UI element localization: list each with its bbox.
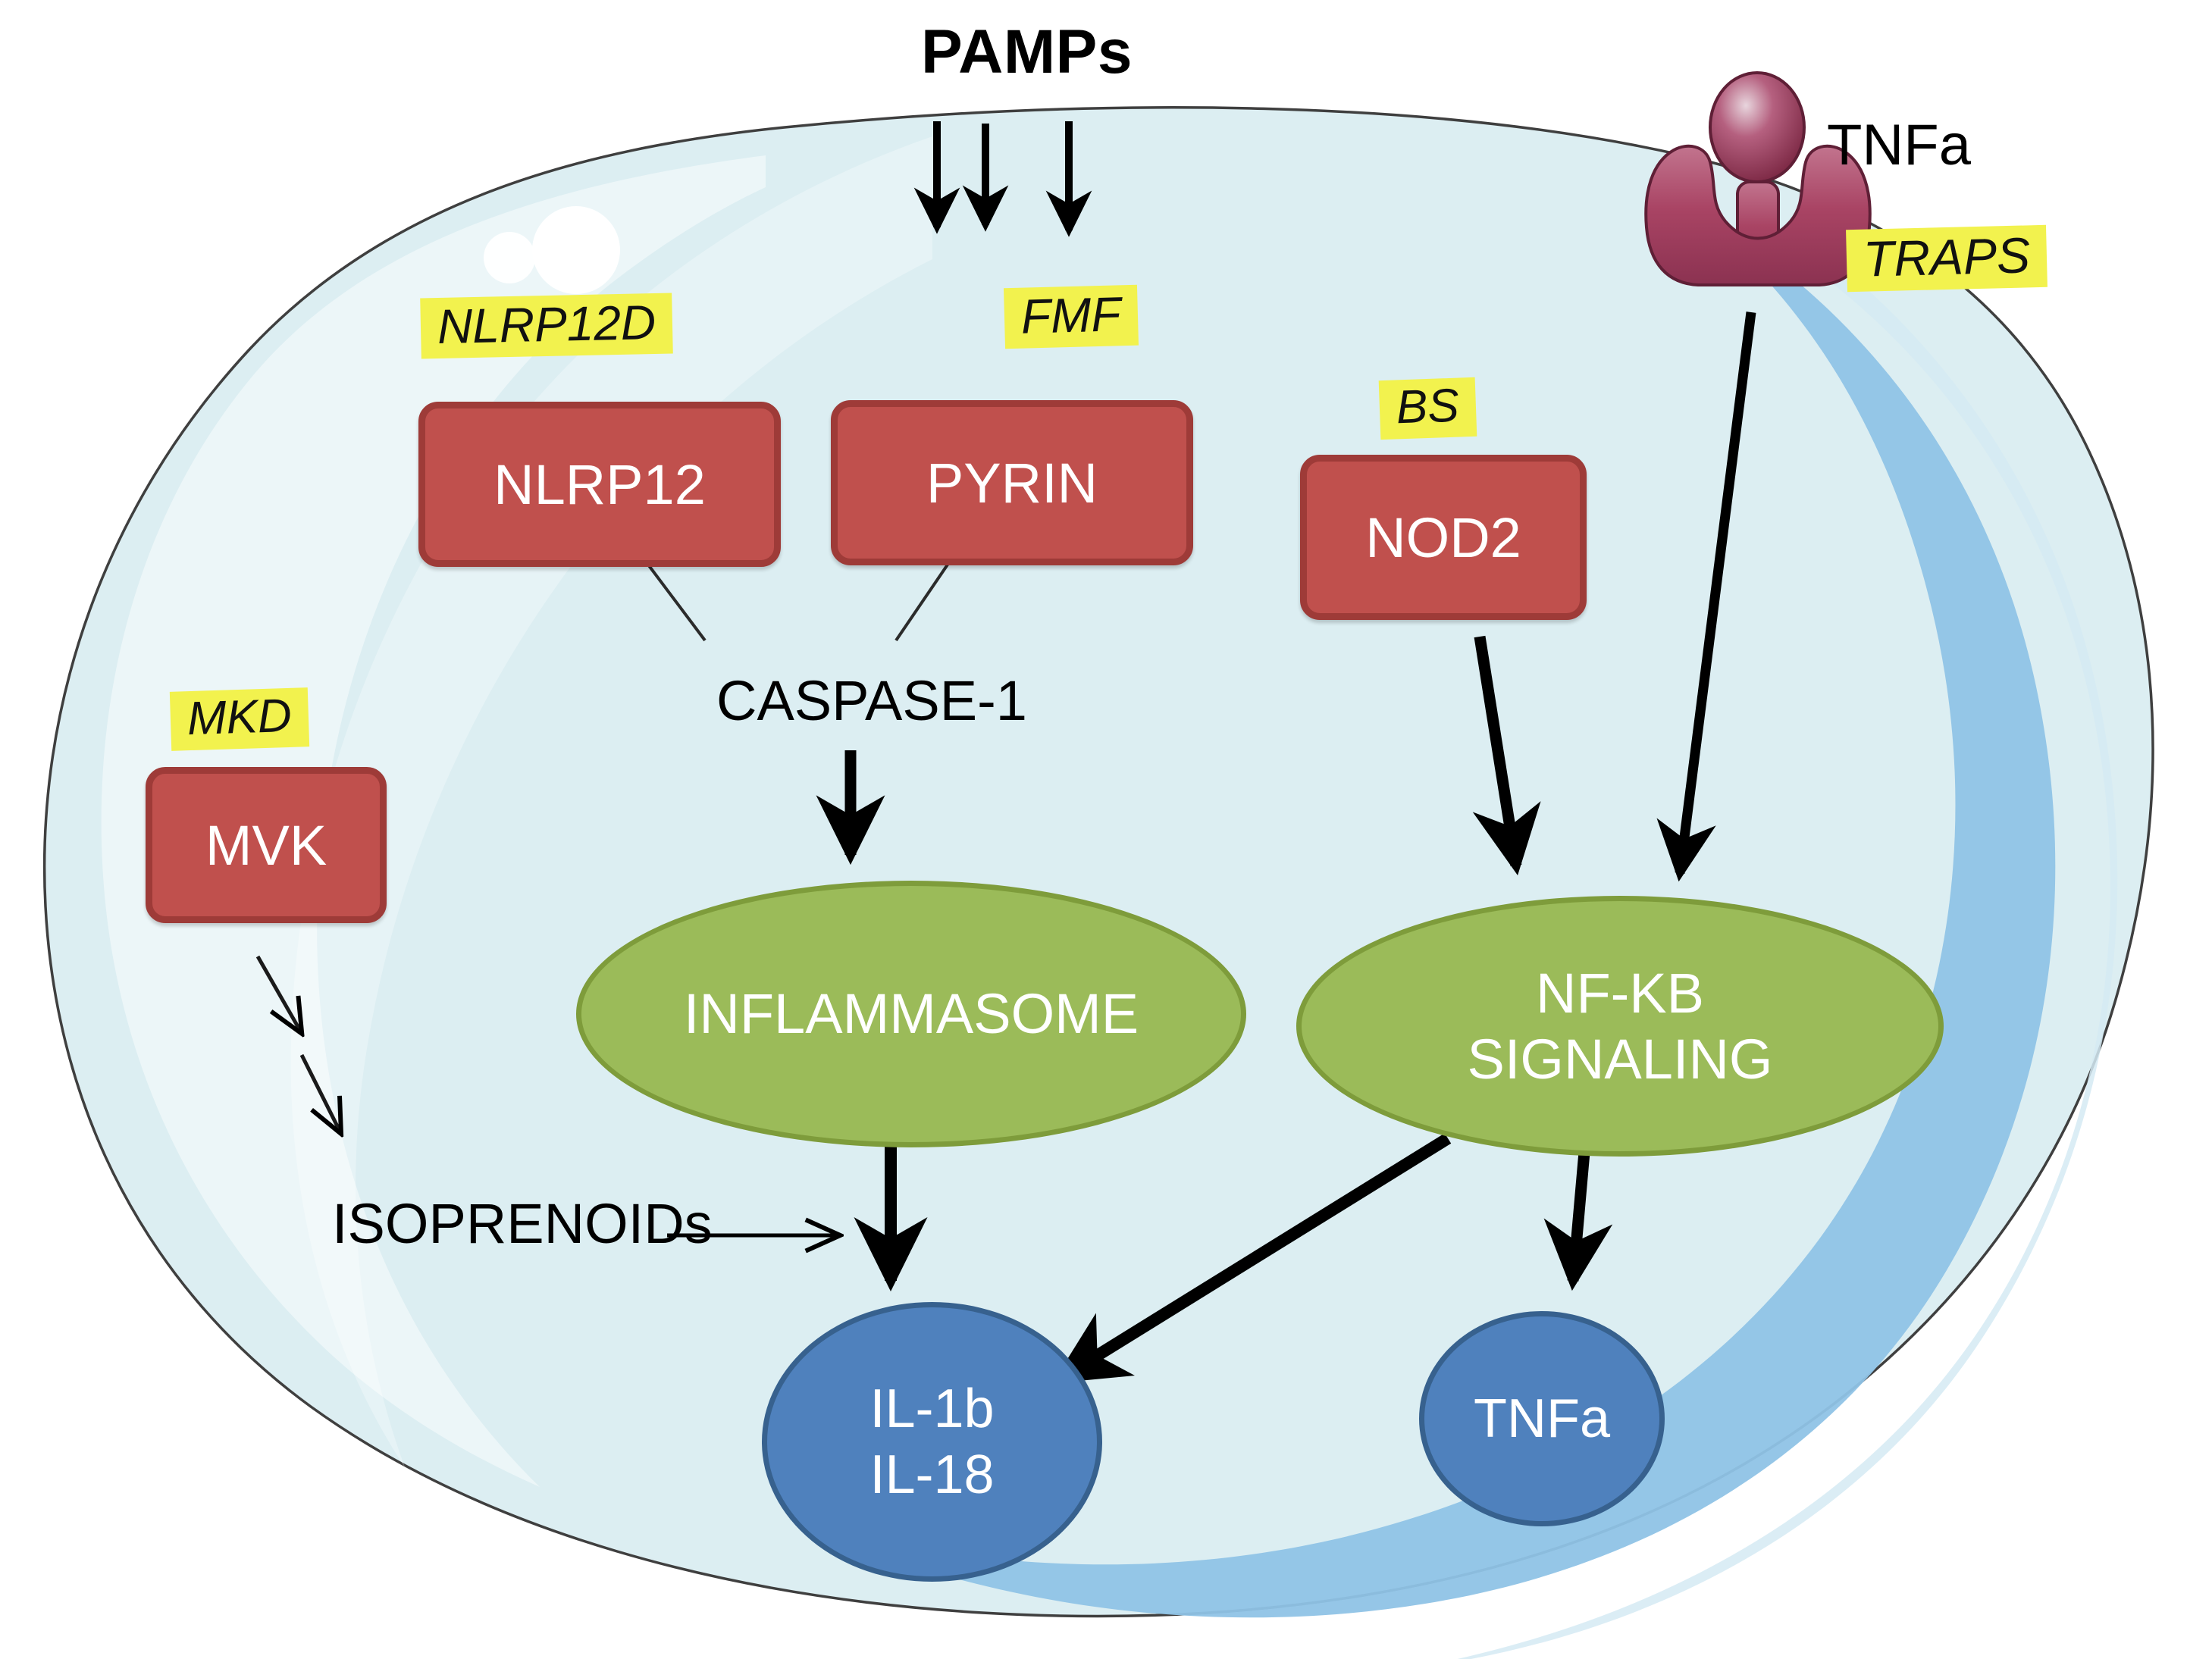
arrow-nfkb-il1b [1052,1133,1452,1384]
protein-label-mvk: MVK [205,813,327,877]
arrows-mvk-isoprenoids [255,955,340,1131]
tag-nlrp12d: NLRP12D [420,293,673,359]
process-nfkb-signaling[interactable]: NF-KB SIGNALING [1296,896,1944,1157]
cytokine-label-tnfa: TNFa [1474,1388,1610,1449]
cytokine-tnfa[interactable]: TNFa [1419,1311,1665,1526]
bubble-small [484,232,535,283]
arrow-mvk-2 [299,1053,340,1131]
tag-traps: TRAPS [1846,224,2048,293]
cytokine-il1b-il18[interactable]: IL-1b IL-18 [762,1302,1102,1582]
process-label-inflammasome: INFLAMMASOME [683,982,1139,1046]
connector-lines [647,563,949,642]
tag-fmf: FMF [1003,284,1139,349]
process-label-nfkb-line2: SIGNALING [1467,1028,1773,1091]
cytokine-label-il1b: IL-1b [869,1379,995,1440]
bubble-large [532,206,620,294]
protein-label-pyrin: PYRIN [926,451,1098,515]
tag-bs: BS [1378,377,1477,440]
pamps-arrows [913,121,1092,237]
tag-mkd: MKD [169,687,309,751]
protein-box-mvk[interactable]: MVK [146,767,387,923]
protein-box-nlrp12[interactable]: NLRP12 [418,402,781,567]
process-inflammasome[interactable]: INFLAMMASOME [576,881,1246,1147]
arrow-tnfr-nfkb [1656,311,1756,882]
protein-box-nod2[interactable]: NOD2 [1300,455,1587,620]
arrow-mvk-1 [255,955,300,1031]
protein-box-pyrin[interactable]: PYRIN [831,400,1193,565]
arrow-nfkb-tnfa [1543,1151,1613,1291]
line-nlrp12-caspase1 [647,563,707,642]
process-label-nfkb-line1: NF-KB [1536,961,1704,1025]
protein-label-nod2: NOD2 [1365,506,1521,569]
tnfa-receptor-icon [1644,71,1872,286]
protein-label-nlrp12: NLRP12 [493,452,706,516]
arrow-nod2-nfkb [1472,635,1541,875]
line-pyrin-caspase1 [895,563,949,642]
cytokine-label-il18: IL-18 [869,1444,995,1505]
